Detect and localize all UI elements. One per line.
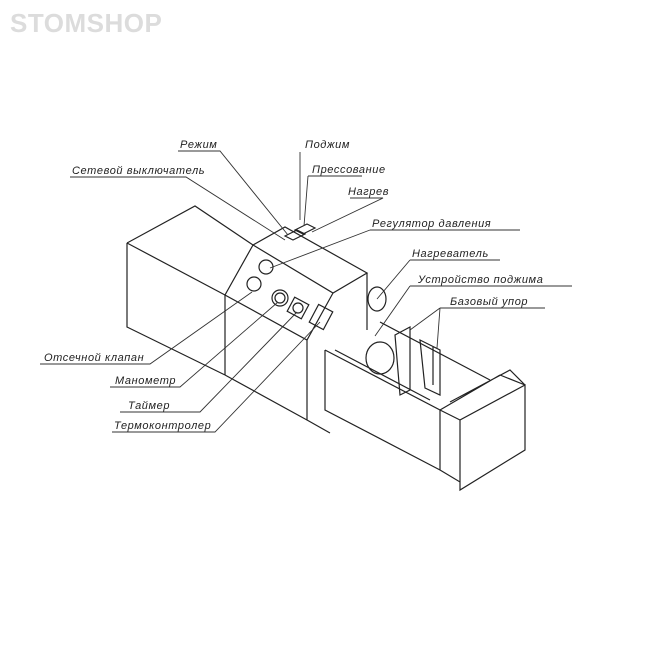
label-manometer: Манометр	[115, 375, 176, 387]
label-heating: Нагрев	[348, 186, 389, 198]
manometer-dial	[271, 289, 289, 307]
label-clamp: Поджим	[305, 139, 350, 151]
clamp-plates	[394, 326, 441, 396]
labels: Режим Поджим Сетевой выключатель Прессов…	[44, 139, 543, 432]
heater-disc	[367, 286, 387, 312]
label-base-stop: Базовый упор	[450, 296, 528, 308]
label-shutoff-valve: Отсечной клапан	[44, 352, 144, 364]
timer-panel[interactable]	[286, 296, 310, 320]
pressure-regulator-knob[interactable]	[258, 259, 274, 275]
label-clamping-device: Устройство поджима	[417, 274, 543, 286]
label-pressure-regulator: Регулятор давления	[372, 218, 491, 230]
control-cabinet	[224, 223, 387, 434]
guide-rods	[334, 321, 491, 401]
clamp-wheel	[365, 341, 395, 375]
label-power-switch: Сетевой выключатель	[72, 165, 205, 177]
leader-lines	[40, 150, 572, 433]
left-housing	[126, 205, 254, 376]
watermark-logo: STOMSHOP	[10, 8, 163, 38]
label-timer: Таймер	[128, 400, 170, 412]
shutoff-valve-knob[interactable]	[246, 276, 262, 292]
label-mode: Режим	[180, 139, 217, 151]
label-pressing: Прессование	[312, 164, 386, 176]
label-heater: Нагреватель	[412, 248, 489, 260]
thermocontroller-panel[interactable]	[308, 303, 334, 331]
press-trough	[324, 321, 526, 492]
label-thermocontroller: Термоконтролер	[114, 420, 211, 432]
mode-buttons[interactable]	[283, 223, 317, 241]
